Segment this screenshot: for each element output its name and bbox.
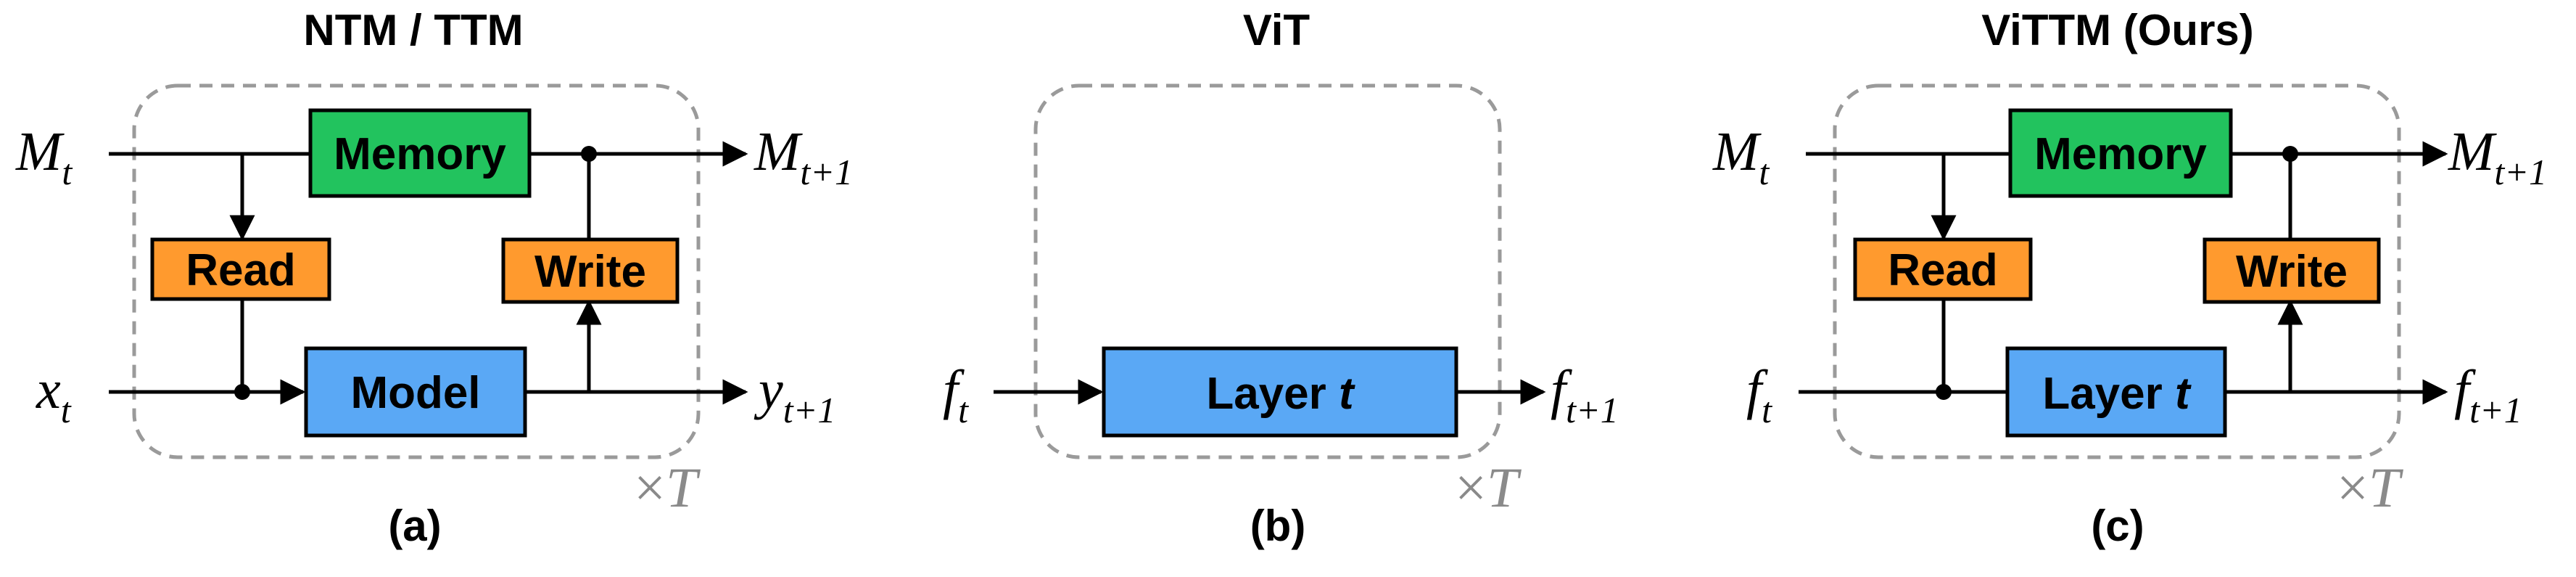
panel-a-caption: (a) — [388, 502, 441, 550]
panel-c-repeat-frame — [1833, 83, 2401, 459]
panel-b-output-symbol: ft+1 — [1551, 359, 1619, 430]
panel-b-repeat-frame — [1033, 83, 1502, 459]
panel-c-read-box — [1853, 237, 2033, 301]
panel-b-input-symbol: ft — [943, 359, 969, 430]
panel-c-junction-top — [2282, 146, 2298, 162]
panel-c-layer-box — [2005, 346, 2227, 438]
panel-c-layer-label: Layer t — [2042, 369, 2192, 419]
panel-c-read-label: Read — [1888, 245, 1998, 295]
panel-a-title: NTM / TTM — [303, 6, 523, 54]
panel-b-layer-box — [1102, 346, 1458, 438]
panel-b-layer-label: Layer t — [1206, 369, 1355, 419]
panel-a-repeat-label: ×T — [634, 456, 701, 519]
panel-a-memory-box — [308, 108, 532, 198]
panel-c-title: ViTTM (Ours) — [1981, 6, 2254, 54]
panel-c-memory-in-symbol: Mt — [1712, 121, 1770, 192]
panel-a-memory-in-symbol: Mt — [15, 121, 73, 192]
panel-a-write-box — [501, 237, 680, 304]
panel-c-memory-label: Memory — [2034, 129, 2207, 179]
panel-a-output-symbol: yt+1 — [754, 359, 835, 430]
panel-c-junction-bottom — [1936, 384, 1952, 400]
panel-c-write-box — [2203, 237, 2381, 304]
panel-c-write-label: Write — [2236, 247, 2348, 297]
panel-b-repeat-label: ×T — [1455, 456, 1522, 519]
panel-a-write-label: Write — [534, 247, 646, 297]
panel-a-model-label: Model — [350, 368, 480, 418]
panel-c-caption: (c) — [2091, 502, 2144, 550]
panel-a-model-box — [304, 346, 527, 438]
panel-a-memory-label: Memory — [334, 129, 506, 179]
panel-c-memory-out-symbol: Mt+1 — [2448, 121, 2547, 192]
panel-b-title: ViT — [1243, 6, 1310, 54]
panel-c: ViTTM (Ours) Memory Read Write Layer t M… — [1712, 6, 2547, 550]
panel-a-read-label: Read — [186, 245, 296, 295]
panel-a-read-box — [150, 237, 331, 301]
panel-a-junction-top — [581, 146, 597, 162]
panel-c-repeat-label: ×T — [2337, 456, 2403, 519]
panel-c-input-symbol: ft — [1746, 359, 1772, 430]
panel-b: ViT Layer t ft ft+1 ×T (b) — [943, 6, 1619, 550]
panel-a: NTM / TTM Memory Read Write Model Mt Mt+… — [15, 6, 853, 550]
panel-b-caption: (b) — [1250, 502, 1306, 550]
panel-a-input-symbol: xt — [36, 359, 72, 430]
panel-a-memory-out-symbol: Mt+1 — [754, 121, 853, 192]
panel-a-repeat-frame — [132, 83, 701, 459]
panel-a-junction-bottom — [234, 384, 250, 400]
panel-c-memory-box — [2008, 108, 2233, 198]
panel-c-output-symbol: ft+1 — [2454, 359, 2522, 430]
